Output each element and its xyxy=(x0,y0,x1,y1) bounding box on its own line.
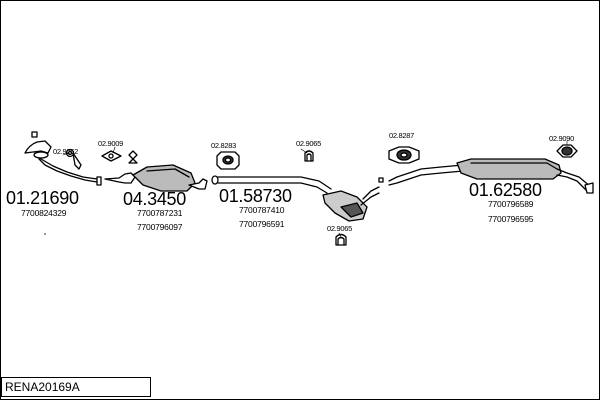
rear-silencer-part xyxy=(388,158,594,194)
part-number: 01.58730 xyxy=(219,186,292,206)
catalytic-converter-part xyxy=(104,164,208,192)
fitting-label: 02.9009 xyxy=(98,139,124,148)
fitting-label: 02.9065 xyxy=(296,139,322,148)
fitting-label: 02.8287 xyxy=(389,131,415,140)
part-number: 01.62580 xyxy=(469,180,542,200)
fitting-label: 02.8283 xyxy=(211,141,237,150)
rear-mount-icon xyxy=(556,144,578,158)
oem-number: 7700796591 xyxy=(239,219,285,229)
fitting-label: 02.9262 xyxy=(53,147,79,156)
part-number: 04.3450 xyxy=(123,189,186,209)
leader-lines xyxy=(62,140,568,238)
clamp-icon xyxy=(65,148,82,170)
oem-number: 7700796097 xyxy=(137,222,183,232)
fitting-label: 02.9065 xyxy=(327,224,353,233)
part-number: 01.21690 xyxy=(6,188,79,208)
hanger-rubber-icon xyxy=(304,150,314,162)
oem-number: 7700796589 xyxy=(488,199,534,209)
oem-number: 7700787410 xyxy=(239,205,285,215)
gasket-icon xyxy=(101,150,138,164)
oem-number: 7700787231 xyxy=(137,208,183,218)
diagram-title: RENA20169A xyxy=(1,377,151,397)
oem-number: 7700796595 xyxy=(488,214,534,224)
mounting-rubber-icon xyxy=(388,146,420,164)
dot-mark xyxy=(44,233,46,235)
fitting-label: 02.9090 xyxy=(549,134,575,143)
flange-clamp-icon xyxy=(216,151,240,170)
hanger-rubber-lower-icon xyxy=(335,233,347,246)
oem-number: 7700824329 xyxy=(21,208,67,218)
front-pipe-part xyxy=(24,131,102,186)
centre-pipe-part xyxy=(211,175,384,222)
